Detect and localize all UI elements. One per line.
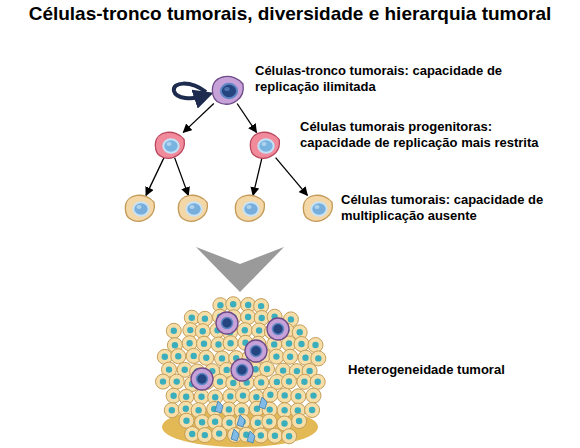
prog-cell <box>154 131 186 159</box>
cell-label: Células tumorais progenitoras: capacidad… <box>300 119 545 151</box>
prog-cell-shape <box>154 131 186 159</box>
tumor-cell <box>177 194 209 222</box>
tumor-cell-shape <box>234 194 266 222</box>
stem-cell: Células-tronco tumorais: capacidade de r… <box>211 75 245 105</box>
division-arrow <box>276 158 308 196</box>
division-arrow <box>253 158 262 196</box>
tumor-cell: Células tumorais: capacidade de multipli… <box>302 194 334 222</box>
tumor-mass-illustration <box>150 295 330 447</box>
tumor-cell-shape <box>124 194 156 222</box>
down-chevron-arrow <box>196 247 284 292</box>
prog-cell-shape <box>249 131 281 159</box>
cell-label: Células-tronco tumorais: capacidade de r… <box>255 63 505 95</box>
diagram-title: Células-tronco tumorais, diversidade e h… <box>10 2 570 25</box>
stem-cell-shape <box>211 75 245 105</box>
prog-cell: Células tumorais progenitoras: capacidad… <box>249 131 281 159</box>
tumor-cell-shape <box>302 194 334 222</box>
tumor-cell-shape <box>177 194 209 222</box>
tumor-cell <box>234 194 266 222</box>
cell-label: Heterogeneidade tumoral <box>348 362 548 378</box>
cell-label: Células tumorais: capacidade de multipli… <box>341 192 576 224</box>
tumor-cell <box>124 194 156 222</box>
division-arrow <box>175 158 189 196</box>
tumor-mass: Heterogeneidade tumoral <box>150 295 330 447</box>
division-arrow <box>183 104 214 133</box>
division-arrow <box>237 104 256 133</box>
self-renewal-arrow <box>174 84 206 99</box>
division-arrow <box>146 158 164 196</box>
